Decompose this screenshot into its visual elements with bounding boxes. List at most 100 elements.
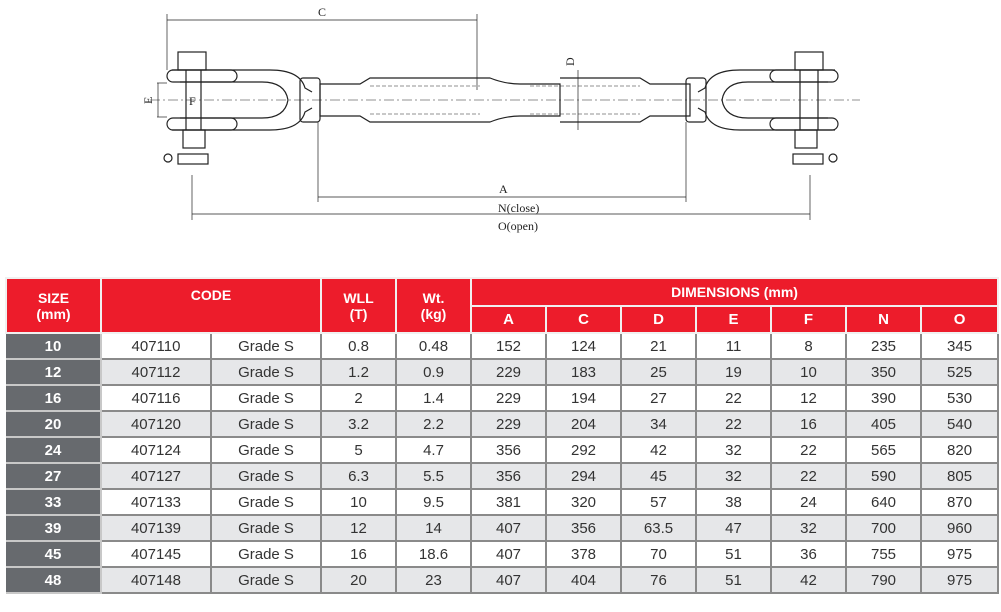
code-cell: 407116 [100, 384, 212, 412]
dim-a-cell: 407 [470, 566, 548, 594]
dim-d-cell: 34 [620, 410, 698, 438]
dim-c-cell: 194 [545, 384, 623, 412]
dim-c-cell: 124 [545, 332, 623, 360]
dim-f-cell: 10 [770, 358, 848, 386]
dim-o-cell: 820 [920, 436, 1000, 464]
size-cell: 33 [6, 488, 102, 516]
wll-cell: 16 [320, 540, 398, 568]
dim-n-cell: 700 [845, 514, 923, 542]
dim-f-cell: 16 [770, 410, 848, 438]
code-cell: 407148 [100, 566, 212, 594]
grade-cell: Grade S [209, 410, 323, 438]
dim-c-cell: 356 [545, 514, 623, 542]
weight-cell: 18.6 [395, 540, 473, 568]
dim-e-cell: 32 [695, 436, 773, 464]
weight-cell: 9.5 [395, 488, 473, 516]
dim-d-cell: 45 [620, 462, 698, 490]
code-cell: 407120 [100, 410, 212, 438]
code-cell: 407127 [100, 462, 212, 490]
grade-cell: Grade S [209, 566, 323, 594]
dim-a-cell: 356 [470, 436, 548, 464]
weight-cell: 0.48 [395, 332, 473, 360]
size-cell: 45 [6, 540, 102, 568]
dim-d-cell: 27 [620, 384, 698, 412]
header-code: CODE [99, 277, 323, 334]
weight-cell: 2.2 [395, 410, 473, 438]
dim-a-cell: 229 [470, 410, 548, 438]
dim-a-cell: 229 [470, 384, 548, 412]
dim-c-cell: 204 [545, 410, 623, 438]
dim-f-cell: 32 [770, 514, 848, 542]
dim-d-cell: 76 [620, 566, 698, 594]
grade-cell: Grade S [209, 514, 323, 542]
dim-f-cell: 36 [770, 540, 848, 568]
turnbuckle-technical-drawing: C D E F A N(close) O(open) [141, 5, 860, 233]
dim-o-cell: 525 [920, 358, 1000, 386]
grade-cell: Grade S [209, 358, 323, 386]
dim-c-cell: 292 [545, 436, 623, 464]
weight-cell: 1.4 [395, 384, 473, 412]
wll-cell: 3.2 [320, 410, 398, 438]
dim-o-cell: 960 [920, 514, 1000, 542]
grade-cell: Grade S [209, 332, 323, 360]
dim-c-cell: 320 [545, 488, 623, 516]
size-cell: 48 [6, 566, 102, 594]
wll-cell: 5 [320, 436, 398, 464]
weight-cell: 23 [395, 566, 473, 594]
dim-e-cell: 19 [695, 358, 773, 386]
dimension-label-e: E [141, 97, 155, 104]
header-wll: WLL(T) [320, 277, 398, 334]
dim-a-cell: 152 [470, 332, 548, 360]
dim-a-cell: 356 [470, 462, 548, 490]
dimension-label-a: A [499, 182, 508, 196]
header-dim-o: O [920, 305, 1000, 334]
dim-f-cell: 12 [770, 384, 848, 412]
dim-n-cell: 565 [845, 436, 923, 464]
dim-n-cell: 405 [845, 410, 923, 438]
dim-a-cell: 407 [470, 514, 548, 542]
dim-f-cell: 22 [770, 462, 848, 490]
size-cell: 39 [6, 514, 102, 542]
dim-c-cell: 294 [545, 462, 623, 490]
dim-d-cell: 25 [620, 358, 698, 386]
dim-d-cell: 63.5 [620, 514, 698, 542]
header-size: SIZE(mm) [5, 277, 102, 334]
header-dim-e: E [695, 305, 773, 334]
code-cell: 407139 [100, 514, 212, 542]
size-cell: 27 [6, 462, 102, 490]
grade-cell: Grade S [209, 436, 323, 464]
wll-cell: 20 [320, 566, 398, 594]
dim-e-cell: 22 [695, 384, 773, 412]
dim-n-cell: 755 [845, 540, 923, 568]
dimension-label-d: D [563, 57, 577, 66]
dimension-label-f: F [189, 94, 196, 108]
dim-n-cell: 790 [845, 566, 923, 594]
dim-o-cell: 870 [920, 488, 1000, 516]
header-dimensions: DIMENSIONS (mm) [470, 277, 1000, 307]
weight-cell: 14 [395, 514, 473, 542]
dim-n-cell: 350 [845, 358, 923, 386]
header-dim-d: D [620, 305, 698, 334]
dim-c-cell: 378 [545, 540, 623, 568]
dimension-label-o: O(open) [498, 219, 538, 233]
dim-a-cell: 229 [470, 358, 548, 386]
dim-c-cell: 183 [545, 358, 623, 386]
dim-o-cell: 975 [920, 540, 1000, 568]
dim-o-cell: 345 [920, 332, 1000, 360]
grade-cell: Grade S [209, 384, 323, 412]
dim-e-cell: 47 [695, 514, 773, 542]
dim-e-cell: 51 [695, 566, 773, 594]
code-cell: 407145 [100, 540, 212, 568]
header-dim-n: N [845, 305, 923, 334]
size-cell: 12 [6, 358, 102, 386]
dim-n-cell: 390 [845, 384, 923, 412]
grade-cell: Grade S [209, 540, 323, 568]
code-cell: 407112 [100, 358, 212, 386]
weight-cell: 0.9 [395, 358, 473, 386]
grade-cell: Grade S [209, 488, 323, 516]
dim-o-cell: 805 [920, 462, 1000, 490]
